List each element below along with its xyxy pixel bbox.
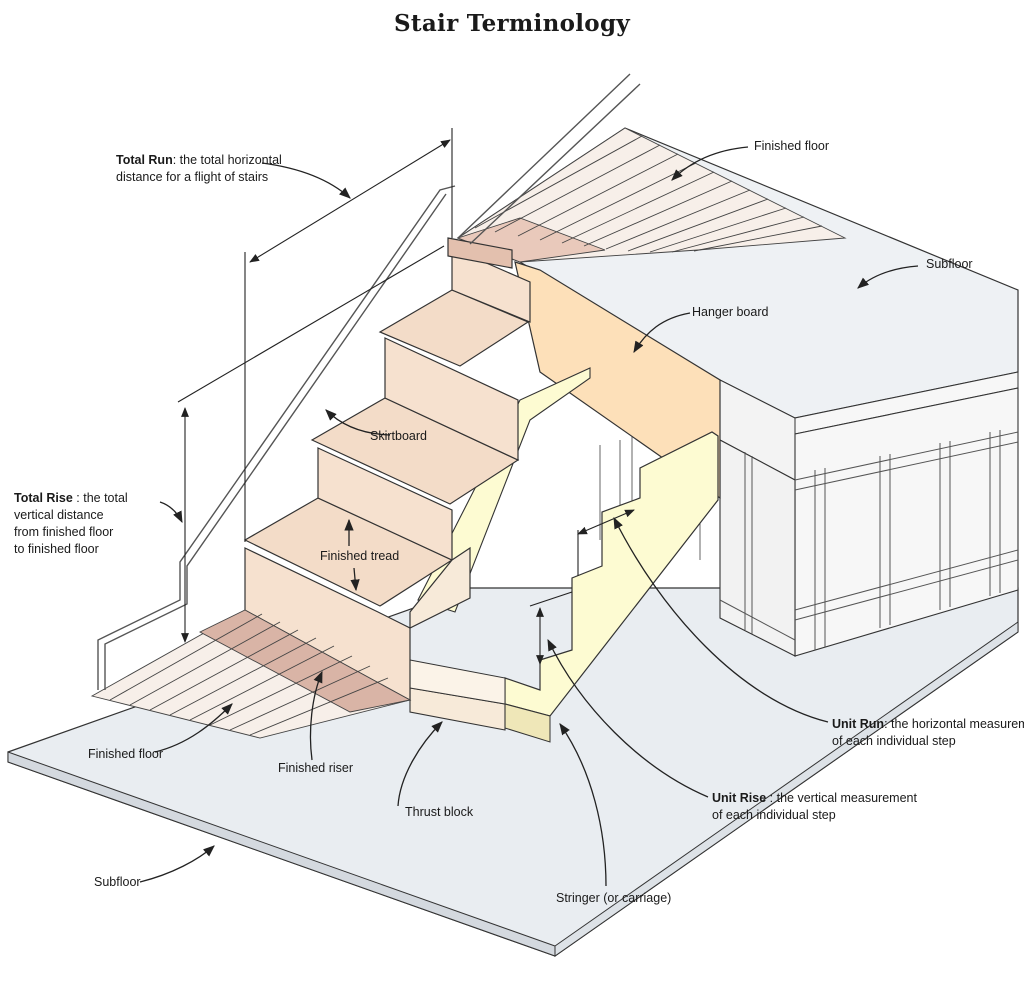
diagram-title: Stair Terminology: [394, 10, 630, 37]
total-run-desc-1: : the total horizontal: [172, 153, 282, 167]
lower-finished-floor: [90, 609, 412, 739]
subfloor-top-label: Subfloor: [926, 257, 973, 271]
total-run-desc-2: distance for a flight of stairs: [116, 170, 269, 184]
upper-floor-framing: [456, 127, 1019, 657]
unit-rise-desc-1: : the vertical measurement: [766, 791, 917, 805]
far-stringer: [417, 367, 591, 613]
unit-run-desc-1: : the horizontal measurement: [884, 717, 1024, 731]
finished-riser-label: Finished riser: [278, 761, 354, 775]
total-rise-desc-2: vertical distance: [14, 508, 104, 522]
thrust-block-label: Thrust block: [405, 805, 474, 819]
unit-rise-desc-2: of each individual step: [712, 808, 836, 822]
stringer: [504, 431, 719, 717]
unit-rise-label: Unit Rise : the vertical measurement of …: [712, 790, 917, 824]
unit-run-label: Unit Run: the horizontal measurement of …: [832, 716, 1024, 750]
lower-subfloor: [7, 587, 1019, 957]
total-rise-label: Total Rise : the total vertical distance…: [14, 490, 128, 558]
skirtboard-label: Skirtboard: [370, 429, 427, 443]
total-run-term: Total Run: [116, 153, 173, 167]
stair-flight: [243, 237, 531, 701]
finished-floor-bottom-label: Finished floor: [88, 747, 164, 761]
total-rise-term: Total Rise: [14, 491, 73, 505]
hanger-board-label: Hanger board: [692, 305, 769, 319]
unit-rise-term: Unit Rise: [712, 791, 767, 805]
total-rise-desc-1: : the total: [72, 491, 128, 505]
total-rise-desc-3: from finished floor: [14, 525, 114, 539]
leader-arrows: [139, 146, 919, 887]
finished-floor-top-label: Finished floor: [754, 139, 830, 153]
hanger-board: [514, 261, 721, 500]
total-rise-desc-4: to finished floor: [14, 542, 99, 556]
unit-run-term: Unit Run: [832, 717, 885, 731]
finished-tread-label: Finished tread: [320, 549, 400, 563]
subfloor-bottom-label: Subfloor: [94, 875, 141, 889]
dimension-lines: [177, 128, 635, 665]
total-run-label: Total Run: the total horizontal distance…: [116, 152, 282, 186]
stringer-label: Stringer (or carriage): [556, 891, 672, 905]
unit-run-desc-2: of each individual step: [832, 734, 956, 748]
